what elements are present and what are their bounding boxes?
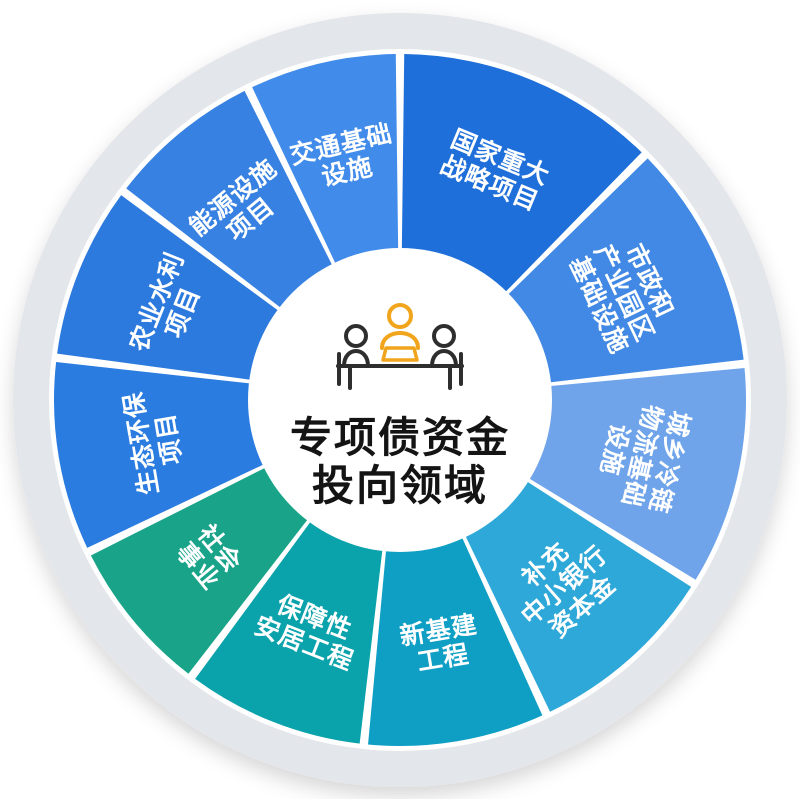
segment-new-infrastructure-projects [368,536,543,746]
segment-affordable-housing-projects [195,520,383,744]
segment-small-medium-bank-capital [465,481,692,712]
laptop-icon [381,346,419,362]
segment-national-strategic-projects [401,54,642,293]
center-title-line2: 投向领域 [312,462,488,509]
segment-social-programs [90,467,309,674]
table-legs [348,364,452,390]
right-person-body [430,349,458,368]
left-person-body [342,349,370,368]
left-person-head [344,324,368,348]
segment-energy-facility-projects [126,90,333,309]
segment-municipal-industrial-park-infrastructure [507,158,744,383]
segment-agriculture-water-projects [57,195,280,380]
segment-transport-infrastructure [252,54,399,265]
right-person-head [432,324,456,348]
meeting-people-icon [336,303,464,390]
middle-person-head [387,303,413,329]
middle-person-body [380,331,420,350]
center-title-line1: 专项债资金 [290,414,510,461]
segment-urban-rural-cold-chain-logistics [528,368,747,580]
wheel-base-layer: 国家重大战略项目市政和产业园区基础设施城乡冷链物流基础设施补充中小银行资本金新基… [13,13,787,787]
center-hub [248,248,552,552]
segment-ecological-environmental-projects [53,362,265,548]
